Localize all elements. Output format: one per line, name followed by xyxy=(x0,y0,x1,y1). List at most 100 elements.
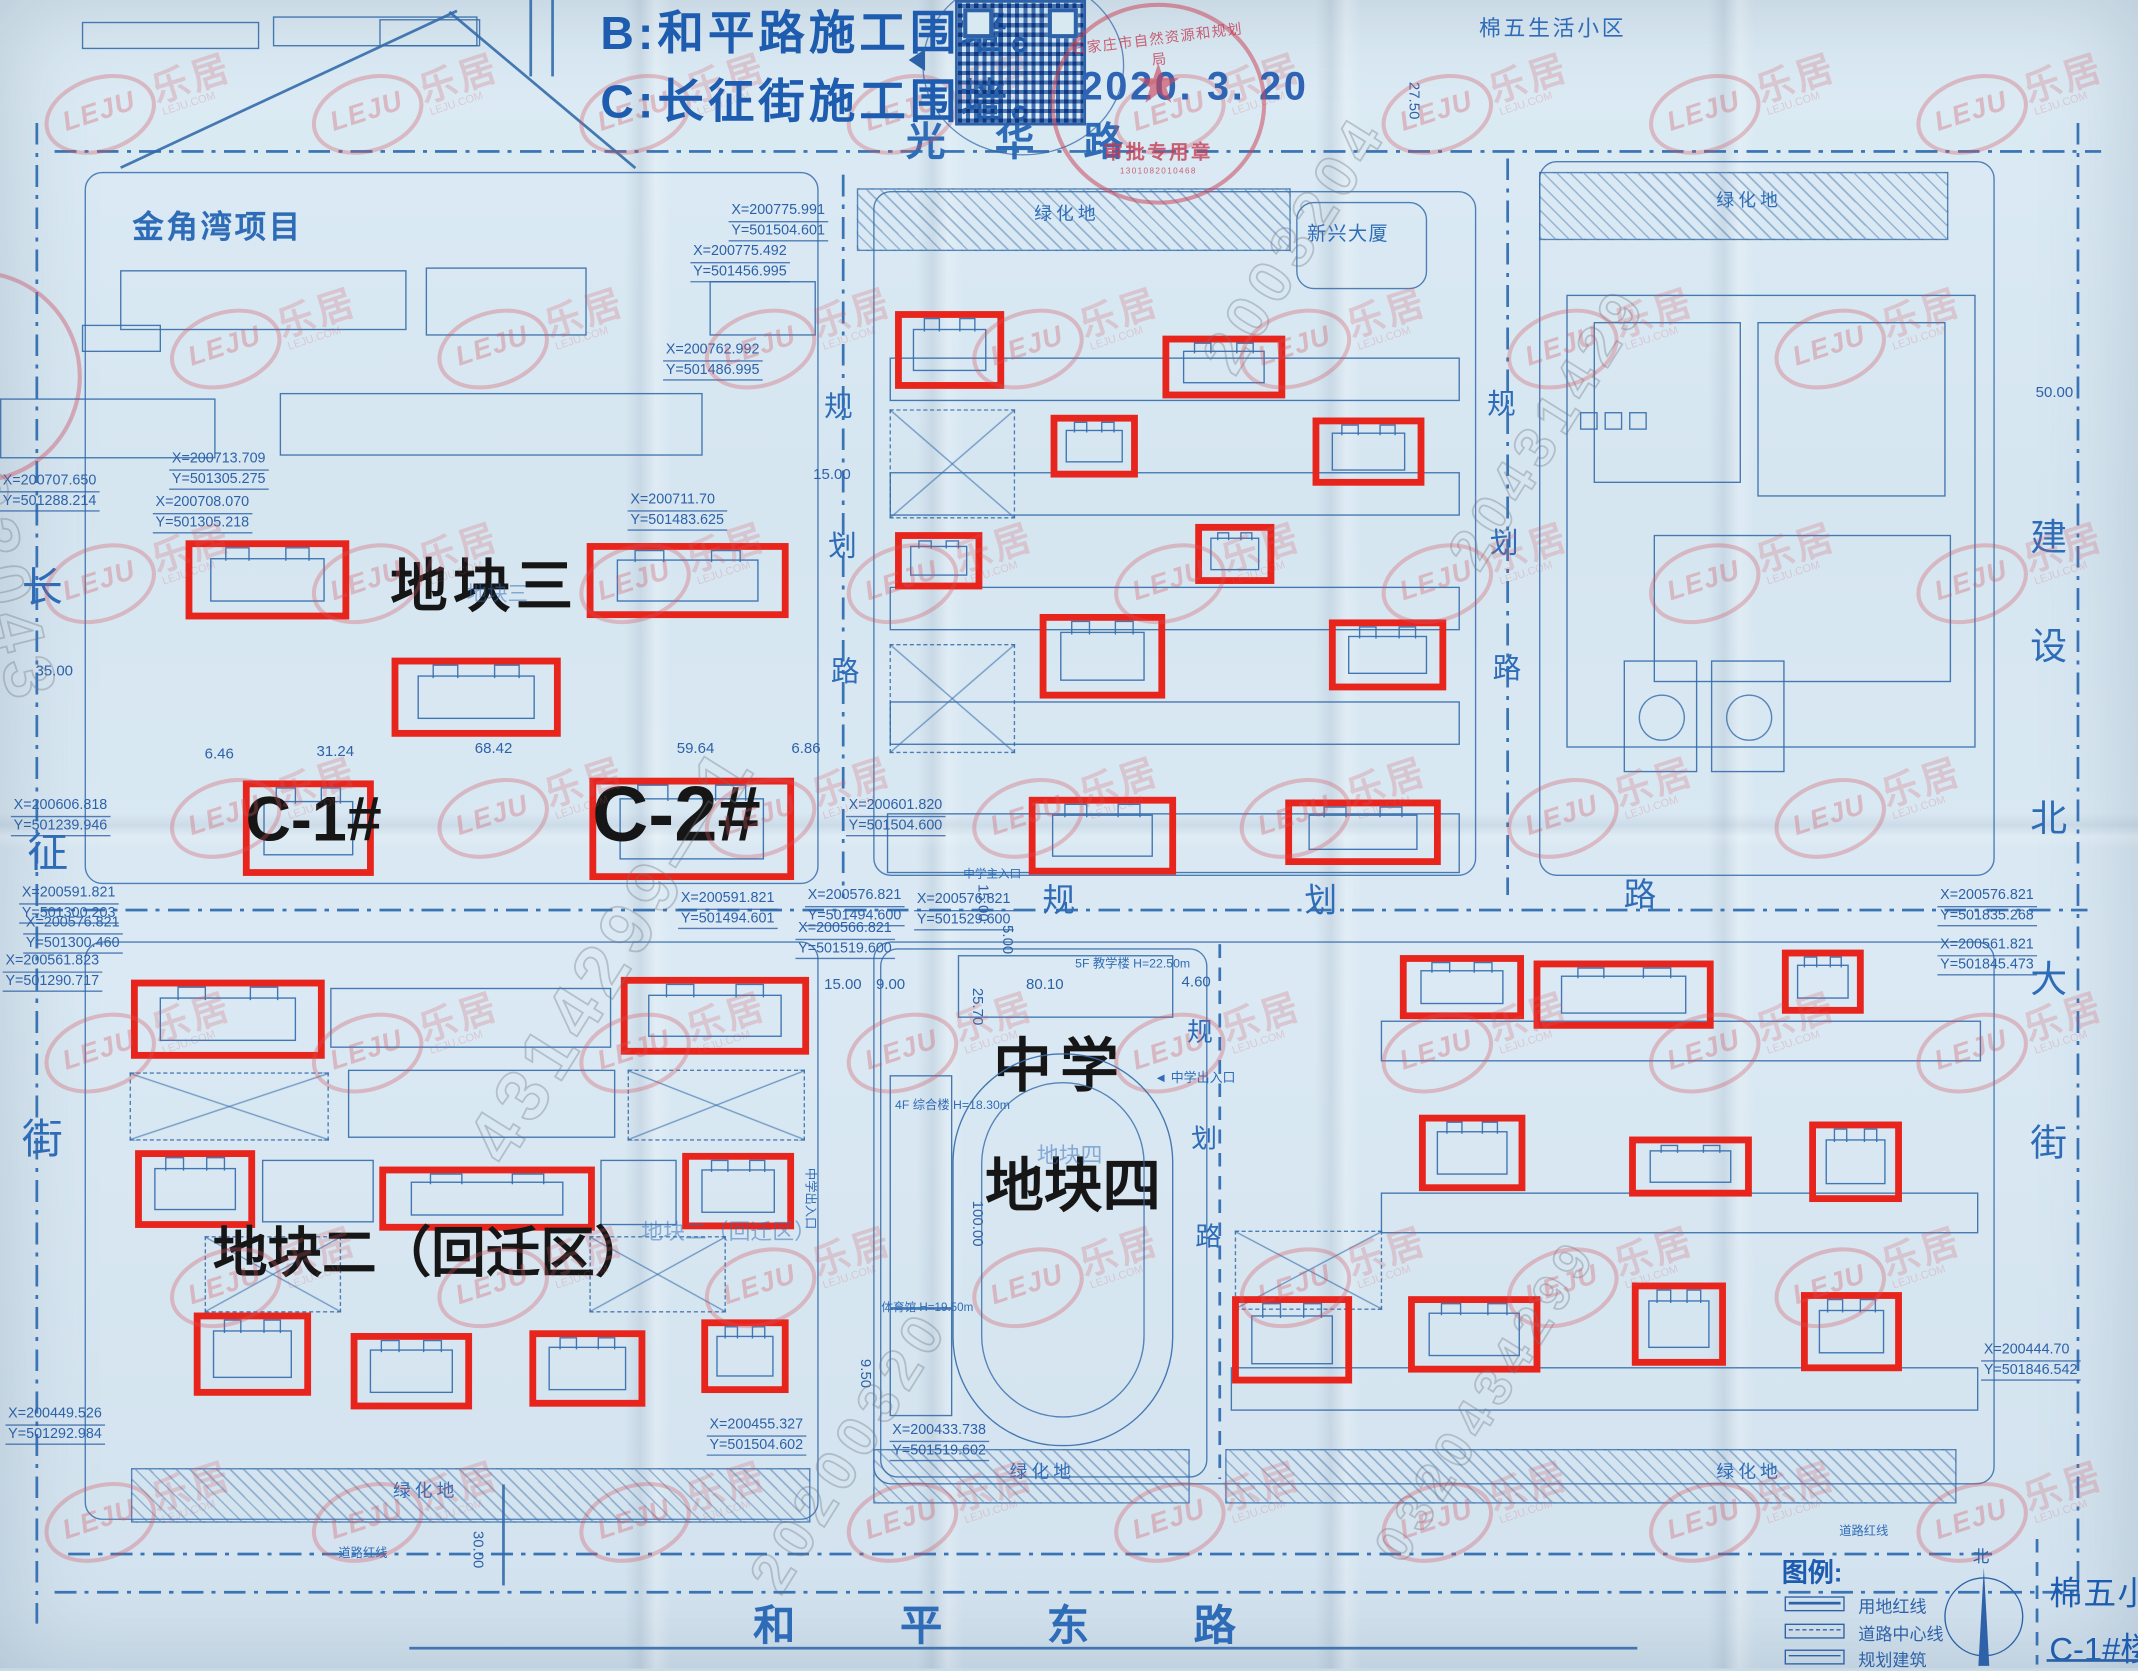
coordinate-line: Y=501305.218 xyxy=(152,514,252,534)
building-footprint xyxy=(1825,1128,1886,1185)
coordinate-line: X=200561.821 xyxy=(1937,936,2037,956)
red-highlight-box xyxy=(1162,335,1286,399)
building-footprint xyxy=(1348,626,1428,675)
red-highlight-box xyxy=(1050,414,1138,478)
dimension-label: 15.00 xyxy=(813,466,851,483)
coordinate-line: X=200455.327 xyxy=(706,1416,806,1437)
map-label: 路 xyxy=(1195,1223,1222,1253)
red-highlight-box xyxy=(185,540,350,620)
map-label: C-2# xyxy=(592,770,761,859)
map-label: 街 xyxy=(21,1117,63,1163)
watermark-text: LEJU.COM xyxy=(428,89,485,118)
building-footprint xyxy=(910,539,967,576)
building-footprint xyxy=(1059,620,1145,681)
coordinate-line: X=200566.821 xyxy=(795,920,895,940)
coordinate-line: X=200711.70 xyxy=(627,491,727,512)
watermark-text: 乐居 xyxy=(2018,46,2110,111)
map-label: 地块二（回迁区） xyxy=(212,1223,650,1284)
red-highlight-box xyxy=(130,979,325,1059)
building-outline xyxy=(425,267,587,336)
title-block-rule xyxy=(2046,1659,2138,1662)
map-label: 划 xyxy=(1304,882,1338,920)
coordinate-line: Y=501292.984 xyxy=(5,1425,105,1446)
coordinate-line: X=200708.070 xyxy=(152,494,252,514)
map-label: C-1# xyxy=(245,783,382,855)
building-footprint xyxy=(210,547,325,603)
red-highlight-box xyxy=(1039,613,1166,699)
road-centerline xyxy=(40,908,2088,912)
map-label: 地块三 xyxy=(390,553,579,619)
red-highlight-box xyxy=(1800,1292,1902,1372)
seal-type: 审批专用章 xyxy=(1103,140,1213,163)
building-footprint xyxy=(1051,803,1154,858)
coordinate-line: X=200576.821 xyxy=(1937,887,2037,907)
map-label: 街 xyxy=(2030,1122,2068,1164)
red-highlight-box xyxy=(1399,955,1525,1020)
map-label: 地块二（回迁区） xyxy=(641,1221,816,1245)
building-outline xyxy=(379,19,481,47)
road-centerline xyxy=(54,1590,2074,1594)
building-footprint xyxy=(1429,1303,1520,1356)
building-footprint xyxy=(212,1319,292,1378)
map-label: 划 xyxy=(1191,1125,1218,1155)
school-running-track xyxy=(952,1053,1174,1447)
red-highlight-box xyxy=(701,1319,789,1394)
watermark-text: LEJU.COM xyxy=(1765,89,1822,118)
coordinate-line: X=200601.820 xyxy=(845,797,945,817)
legend-title: 图例: xyxy=(1781,1559,1843,1589)
building-outline xyxy=(889,586,1460,631)
coordinate-line: Y=501504.601 xyxy=(728,222,828,242)
building-outline xyxy=(81,324,161,353)
coordinate-line: X=200576.821 xyxy=(23,914,123,935)
map-label: 道路红线 xyxy=(338,1545,388,1560)
coordinate-line: X=200591.821 xyxy=(19,884,119,905)
parcel-outline xyxy=(873,941,1995,1485)
construction-x-box xyxy=(889,643,1016,754)
coordinate-line: Y=501846.542 xyxy=(1981,1361,2081,1382)
map-label: 绿化地 xyxy=(392,1480,459,1501)
dimension-label: 9.00 xyxy=(875,976,906,994)
map-label: 大 xyxy=(2030,959,2068,1001)
stamp-triangle-icon xyxy=(908,49,926,71)
building-outline xyxy=(1579,412,1598,430)
parcel-outline xyxy=(1539,160,1995,876)
map-label: 规 xyxy=(824,391,853,423)
dimension-label: 80.10 xyxy=(1026,976,1064,994)
road-centerline xyxy=(1506,158,1510,896)
boundary-line xyxy=(502,1484,505,1586)
coordinate-line: Y=501494.601 xyxy=(678,910,778,930)
project-building: C-1#楼 xyxy=(2049,1631,2138,1669)
coordinate-line: X=200707.650 xyxy=(0,472,100,493)
building-outline xyxy=(889,1075,953,1310)
watermark-text: 乐居 xyxy=(1483,46,1575,111)
building-footprint xyxy=(263,786,353,857)
red-highlight-box xyxy=(1312,417,1425,486)
red-highlight-box xyxy=(379,1166,595,1231)
building-outline xyxy=(957,955,1174,1018)
coordinate-line: Y=501529.600 xyxy=(914,911,1014,931)
building-footprint xyxy=(1251,1302,1333,1365)
coordinate-line: Y=501504.602 xyxy=(706,1436,806,1457)
north-label: 北 xyxy=(1972,1547,1990,1567)
building-outline xyxy=(272,16,478,47)
building-outline xyxy=(1653,534,1952,683)
map-label: 征 xyxy=(27,830,69,876)
building-footprint xyxy=(1066,422,1123,463)
building-outline xyxy=(1566,294,1976,748)
map-label: ◄ 中学出入口 xyxy=(1154,1071,1236,1087)
building-outline xyxy=(1593,321,1741,483)
map-label: 地块四 xyxy=(985,1154,1162,1220)
coordinate-line: Y=501305.275 xyxy=(169,470,269,491)
seal-star-icon: ★ xyxy=(1133,54,1183,115)
building-footprint xyxy=(1209,531,1260,570)
coordinate-line: X=200576.821 xyxy=(804,887,905,907)
